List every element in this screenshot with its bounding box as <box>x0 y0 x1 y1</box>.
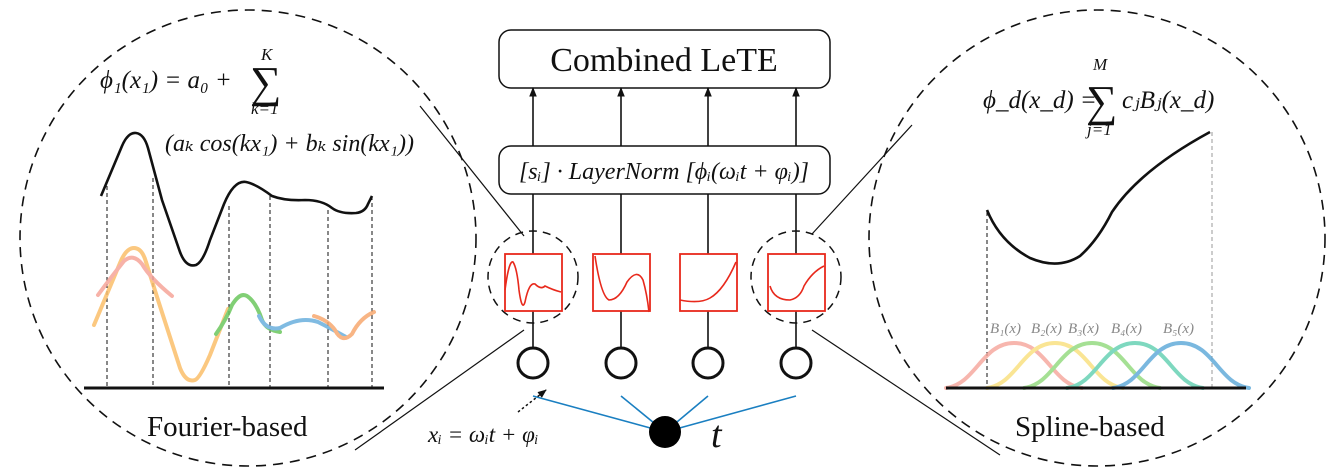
fourier-formula-main: ϕ₁(x₁) = a₀ + <box>100 67 232 94</box>
fourier-dashed-circle <box>19 9 477 467</box>
fourier-component-yellow <box>92 245 230 383</box>
spline-formula-term: cⱼBⱼ(x_d) <box>1122 87 1214 114</box>
spline-sum-upper: M <box>1092 55 1108 74</box>
fourier-leader-top <box>419 105 525 237</box>
unit-node <box>604 346 638 380</box>
function-box <box>592 253 651 312</box>
function-curve <box>679 261 737 303</box>
spline-sum-symbol: ∑ <box>1086 77 1117 126</box>
combined-lete-label: Combined LeTE <box>550 42 778 79</box>
spline-formula-lhs: ϕ_d(x_d) = <box>983 87 1097 114</box>
function-curve <box>769 265 825 301</box>
annotation-arrow <box>517 389 547 413</box>
unit-node <box>516 346 550 380</box>
fourier-sum-lower: k=1 <box>251 99 279 118</box>
basis-label-3: B₃(x) <box>1068 321 1099 337</box>
spline-dashed-circle <box>868 9 1326 467</box>
input-node-label: t <box>711 414 723 456</box>
basis-curve-2 <box>985 340 1125 390</box>
function-curve <box>504 261 562 306</box>
fourier-panel: ϕ₁(x₁) = a₀ + ∑ K k=1 (aₖ cos(kx₁) + bₖ … <box>19 9 477 467</box>
basis-curve-4 <box>1065 340 1205 390</box>
layernorm-label: [sᵢ] · LayerNorm [ϕᵢ(ωᵢt + φᵢ)] <box>519 159 809 185</box>
basis-label-2: B₂(x) <box>1031 321 1062 337</box>
spline-composite-curve <box>985 130 1211 265</box>
spline-basis-curves <box>944 340 1251 390</box>
fourier-composite-curve <box>99 131 374 267</box>
unit-node <box>779 346 813 380</box>
fourier-component-red <box>96 255 174 298</box>
connection-to-t <box>664 395 797 433</box>
spline-panel-title: Spline-based <box>1015 411 1165 443</box>
basis-curve-1 <box>944 340 1084 390</box>
spline-panel: ϕ_d(x_d) = ∑ M j=1 cⱼBⱼ(x_d) B₁(x)B₂(x)B… <box>868 9 1326 467</box>
spline-basis-labels: B₁(x) B₂(x) B₃(x) B₄(x) B₅(x) <box>990 321 1194 337</box>
basis-label-5: B₅(x) <box>1163 321 1194 337</box>
unit-3 <box>664 87 738 433</box>
function-curve <box>594 255 650 313</box>
fourier-component-orange <box>312 310 376 341</box>
basis-label-1: B₁(x) <box>990 321 1021 337</box>
basis-curve-3 <box>1022 340 1162 390</box>
input-annotation-label: xᵢ = ωᵢt + φᵢ <box>427 422 539 447</box>
fourier-formula-term: (aₖ cos(kx₁) + bₖ sin(kx₁)) <box>165 131 414 157</box>
connection-to-t <box>532 395 666 433</box>
spline-leader-top <box>811 124 913 235</box>
basis-curve-5 <box>1111 340 1251 390</box>
highlight-dashed-circle <box>487 230 579 324</box>
fourier-leader-bottom <box>354 329 525 451</box>
unit-1 <box>487 87 666 433</box>
spline-leader-bottom <box>811 329 1001 456</box>
layernorm-box <box>498 145 831 195</box>
input-node-t <box>649 416 681 448</box>
unit-2 <box>592 87 666 433</box>
unit-4 <box>664 87 842 433</box>
highlight-dashed-circle <box>750 230 842 324</box>
basis-label-4: B₄(x) <box>1111 321 1142 337</box>
spline-sum-lower: j=1 <box>1085 120 1112 139</box>
combined-lete-box <box>498 29 831 89</box>
function-box <box>767 253 826 312</box>
fourier-panel-title: Fourier-based <box>147 411 308 443</box>
fourier-sum-upper: K <box>260 45 274 64</box>
function-box <box>679 253 738 312</box>
fourier-component-blue <box>257 314 348 339</box>
fourier-sum-symbol: ∑ <box>250 58 281 107</box>
unit-node <box>691 346 725 380</box>
